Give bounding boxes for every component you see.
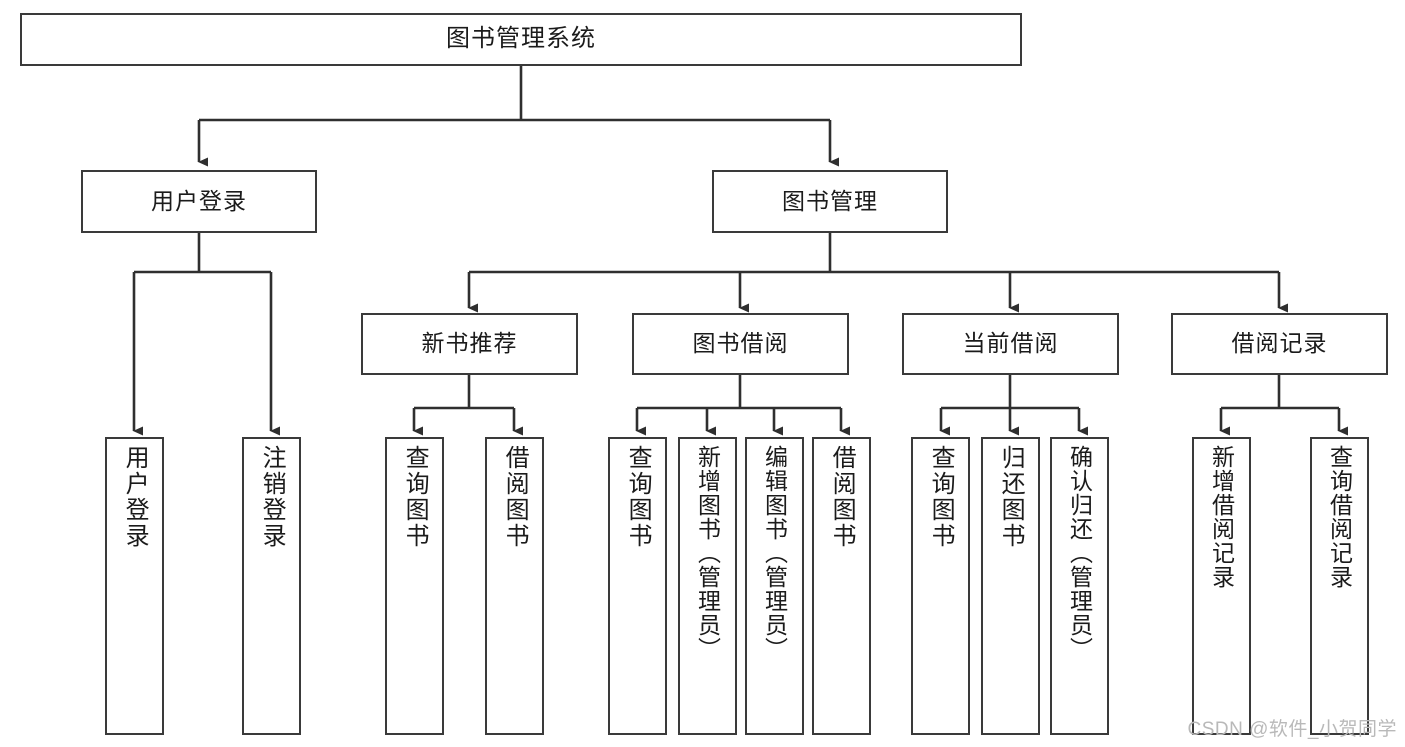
- leaf-borrow-query-books[interactable]: 查询图书: [608, 437, 667, 735]
- node-label: 借阅图书: [828, 445, 856, 549]
- leaf-logout[interactable]: 注销登录: [242, 437, 301, 735]
- node-label: 确认归还（管理员）: [1066, 445, 1093, 661]
- leaf-borrow-edit-book-admin[interactable]: 编辑图书（管理员）: [745, 437, 804, 735]
- node-label: 编辑图书（管理员）: [761, 445, 788, 661]
- node-label: 新书推荐: [421, 330, 518, 357]
- leaf-records-query-record[interactable]: 查询借阅记录: [1310, 437, 1369, 735]
- node-book-management[interactable]: 图书管理: [712, 170, 948, 233]
- node-label: 借阅记录: [1231, 330, 1328, 357]
- node-label: 查询图书: [927, 445, 955, 549]
- leaf-current-confirm-return-admin[interactable]: 确认归还（管理员）: [1050, 437, 1109, 735]
- leaf-borrow-borrow-books[interactable]: 借阅图书: [812, 437, 871, 735]
- leaf-new-book-query-books[interactable]: 查询图书: [385, 437, 444, 735]
- node-label: 图书管理: [782, 187, 878, 214]
- leaf-borrow-add-book-admin[interactable]: 新增图书（管理员）: [678, 437, 737, 735]
- node-book-management-system[interactable]: 图书管理系统: [20, 13, 1022, 66]
- node-label: 查询图书: [401, 445, 429, 549]
- node-label: 图书管理系统: [446, 25, 596, 53]
- node-label: 当前借阅: [962, 330, 1059, 357]
- node-label: 注销登录: [258, 445, 286, 549]
- node-label: 新增图书（管理员）: [694, 445, 721, 661]
- leaf-current-query-books[interactable]: 查询图书: [911, 437, 970, 735]
- node-book-borrowing[interactable]: 图书借阅: [632, 313, 849, 375]
- node-current-borrowing[interactable]: 当前借阅: [902, 313, 1119, 375]
- node-user-login[interactable]: 用户登录: [81, 170, 317, 233]
- node-label: 查询借阅记录: [1326, 445, 1353, 589]
- leaf-records-add-record[interactable]: 新增借阅记录: [1192, 437, 1251, 735]
- leaf-user-login[interactable]: 用户登录: [105, 437, 164, 735]
- node-label: 查询图书: [624, 445, 652, 549]
- node-new-book-recommendation[interactable]: 新书推荐: [361, 313, 578, 375]
- node-label: 新增借阅记录: [1208, 445, 1235, 589]
- node-label: 用户登录: [121, 445, 149, 549]
- leaf-new-book-borrow-books[interactable]: 借阅图书: [485, 437, 544, 735]
- leaf-current-return-books[interactable]: 归还图书: [981, 437, 1040, 735]
- node-borrowing-records[interactable]: 借阅记录: [1171, 313, 1388, 375]
- node-label: 图书借阅: [692, 330, 789, 357]
- node-label: 借阅图书: [501, 445, 529, 549]
- node-label: 用户登录: [151, 187, 247, 214]
- node-label: 归还图书: [997, 445, 1025, 549]
